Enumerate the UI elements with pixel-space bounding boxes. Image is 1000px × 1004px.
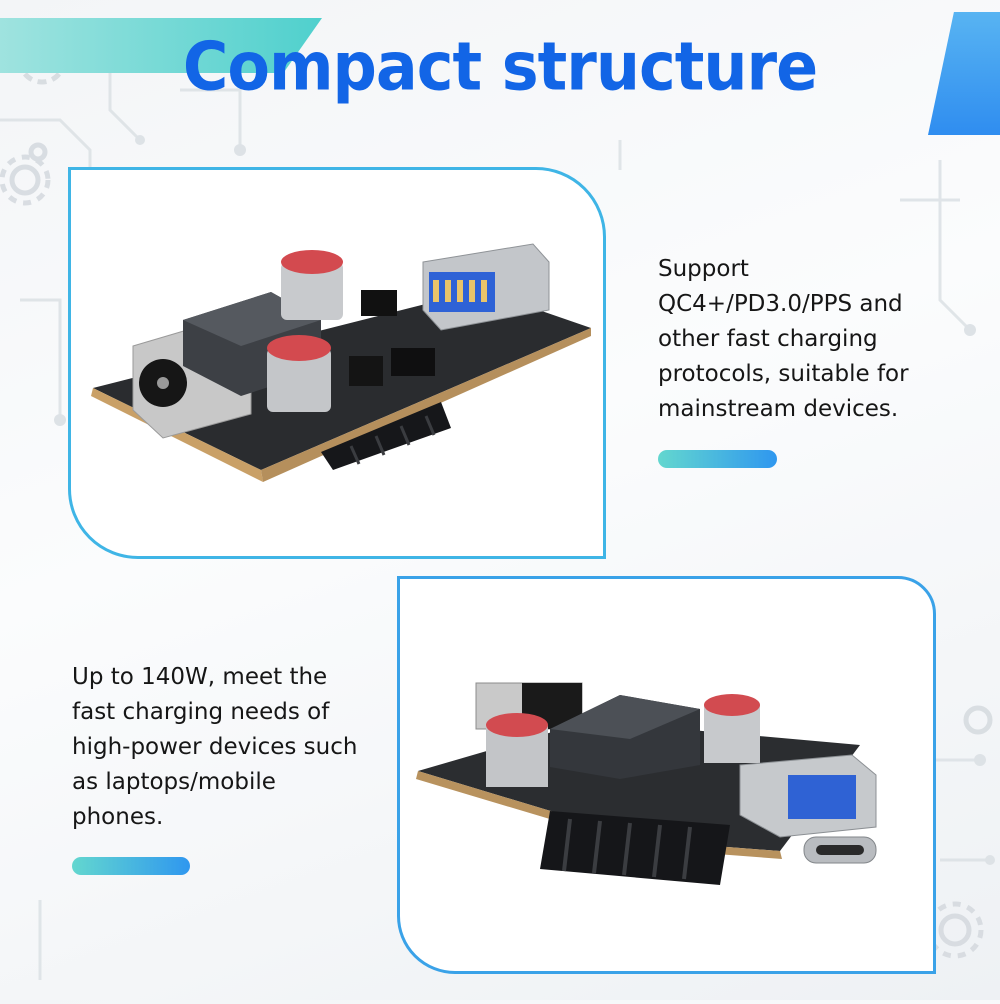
feature-line: protocols, suitable for: [658, 361, 909, 387]
feature-text-power: Up to 140W, meet the fast charging needs…: [72, 660, 372, 835]
feature-line: QC4+/PD3.0/PPS and: [658, 291, 903, 317]
feature-line: fast charging needs of: [72, 699, 330, 725]
accent-stripe-left: [0, 18, 322, 73]
feature-line: mainstream devices.: [658, 396, 899, 422]
page-title: Compact structure: [182, 27, 818, 106]
feature-text-protocols: Support QC4+/PD3.0/PPS and other fast ch…: [658, 252, 978, 427]
decorative-pill: [658, 450, 777, 468]
feature-line: Up to 140W, meet the: [72, 664, 328, 690]
decorative-pill: [72, 857, 190, 875]
pcb-board-image: [416, 682, 877, 885]
feature-line: Support: [658, 256, 749, 282]
feature-line: as laptops/mobile: [72, 769, 276, 795]
product-photo-top: [68, 167, 606, 559]
feature-line: high-power devices such: [72, 734, 358, 760]
product-photo-bottom: [397, 576, 936, 974]
feature-line: other fast charging: [658, 326, 878, 352]
feature-line: phones.: [72, 804, 164, 830]
pcb-board-image: [91, 243, 591, 482]
